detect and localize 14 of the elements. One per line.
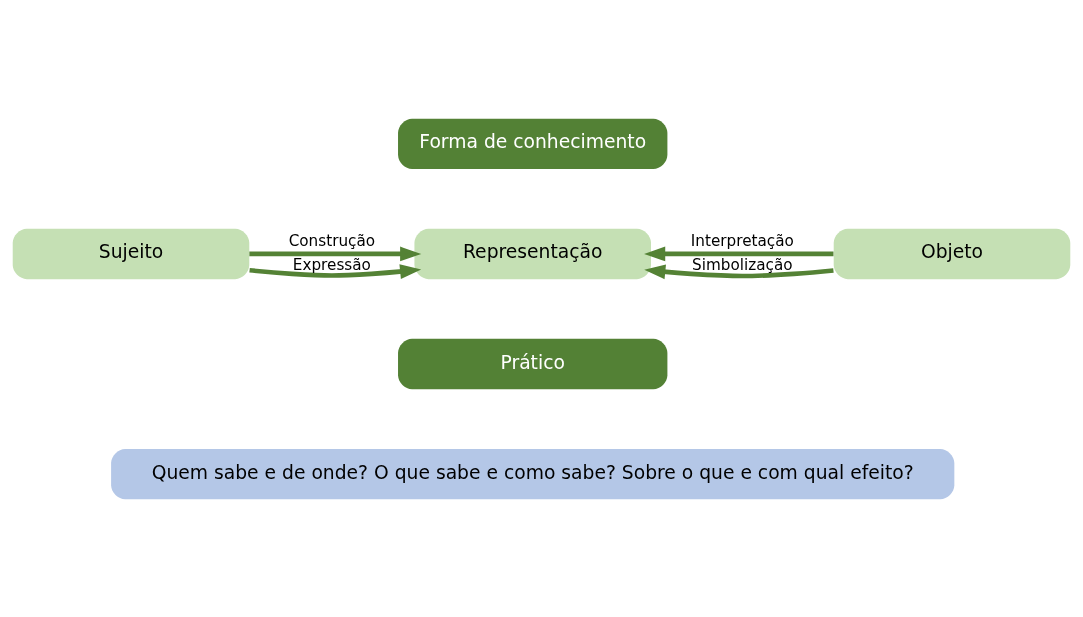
edge-label: Construção	[288, 231, 376, 250]
node-box: Sujeito	[12, 228, 250, 279]
arrow	[249, 263, 422, 279]
node-box: Objeto	[833, 228, 1071, 279]
node-box: Representação	[414, 228, 651, 279]
edge-label: Expressão	[292, 255, 371, 274]
arrow	[249, 246, 422, 261]
arrow	[644, 246, 834, 261]
edge-label: Simbolização	[692, 255, 793, 274]
arrow	[644, 264, 834, 279]
node-box: Forma de conhecimento	[398, 118, 668, 169]
edge-label: Interpretação	[690, 231, 794, 250]
node-box: Prático	[398, 338, 668, 389]
node-box: Quem sabe e de onde? O que sabe e como sabe? Sobre o que e com qual efeito?	[111, 448, 955, 499]
